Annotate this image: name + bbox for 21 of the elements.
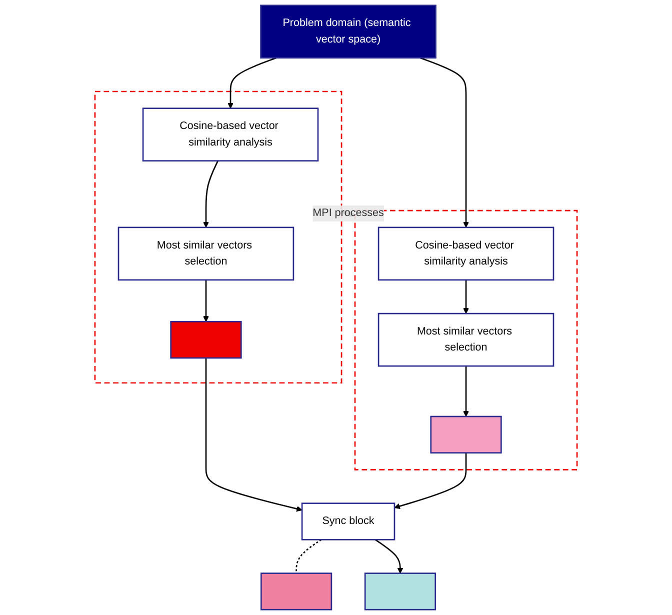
- node-bar: [364, 572, 436, 610]
- arrow: [463, 280, 469, 314]
- node-box: Most similar vectors selection: [118, 226, 294, 281]
- node-box: Cosine-based vector similarity analysis: [378, 226, 554, 281]
- arrow: [228, 57, 277, 109]
- node-box: Cosine-based vector similarity analysis: [142, 108, 319, 162]
- node-bar: [260, 572, 332, 610]
- arrow: [463, 366, 469, 417]
- arrow: [374, 539, 404, 574]
- arrow: [394, 452, 467, 510]
- node-bar: [430, 416, 502, 454]
- arrow: [205, 358, 302, 512]
- connector: [296, 539, 322, 574]
- edge-label: MPI processes: [312, 207, 384, 219]
- arrow: [203, 160, 219, 228]
- node-box: Problem domain (semantic vector space): [260, 4, 436, 59]
- node-box: Most similar vectors selection: [378, 312, 554, 367]
- arrow: [203, 280, 209, 322]
- node-box: Sync block: [301, 502, 396, 540]
- arrow: [420, 57, 469, 228]
- node-bar: [170, 320, 242, 359]
